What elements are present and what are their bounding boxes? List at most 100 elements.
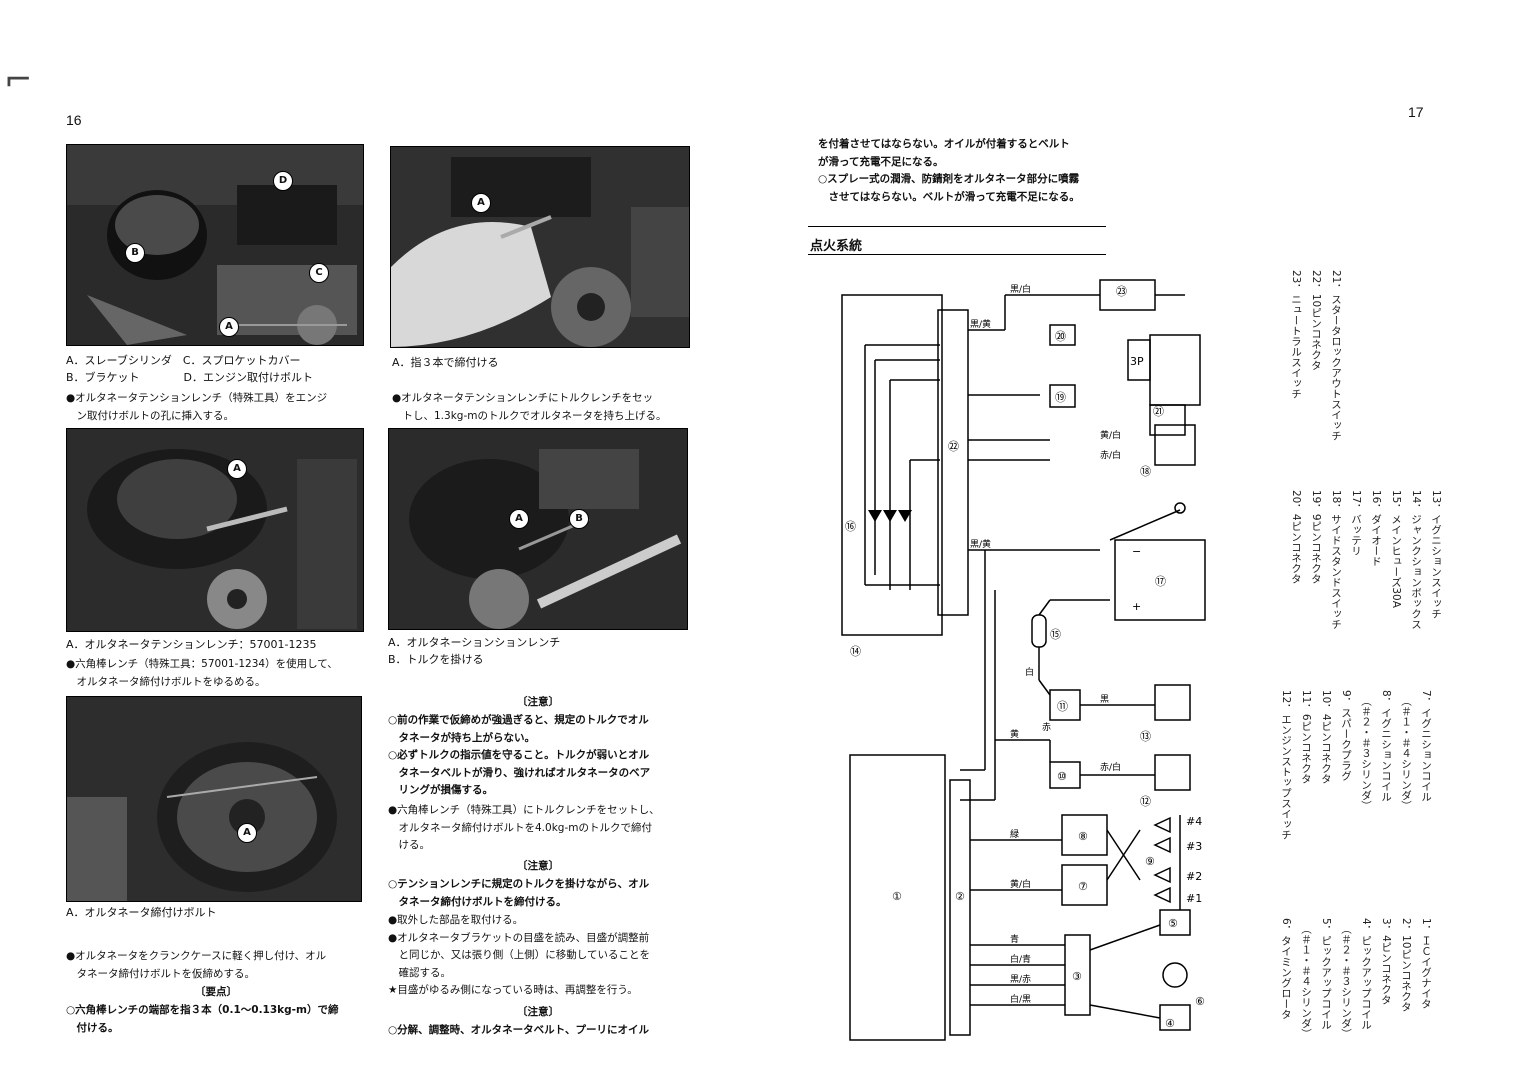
caption-line: A．オルタネータテンションレンチ：57001-1235 <box>66 638 317 651</box>
label-17: ⑰ <box>1155 575 1166 588</box>
label-5: ⑤ <box>1168 917 1178 930</box>
legend-item: 10．4ピンコネクタ <box>1320 690 1332 784</box>
label-9: ⑨ <box>1145 855 1155 868</box>
text-line: オルタネータ締付けボルトを4.0kg-mのトルクで締付 <box>388 821 652 834</box>
caption-photo2: A．指３本で締付ける <box>392 354 499 371</box>
legend-item: 22．10ピンコネクタ <box>1310 270 1322 371</box>
wire-label: 黄 <box>1010 728 1019 740</box>
label-c: C <box>309 263 329 283</box>
instruction-temp-tighten: ●オルタネータをクランクケースに軽く押し付け、オル タネータ締付けボルトを仮締め… <box>66 948 376 983</box>
label-7: ⑦ <box>1078 880 1088 893</box>
legend-item: 11．6ピンコネクタ <box>1300 690 1312 784</box>
legend-item: 18．サイドスタンドスイッチ <box>1330 490 1342 630</box>
caption-photo5: A．オルタネータ締付けボルト <box>66 904 217 921</box>
battery-plus: + <box>1132 600 1141 613</box>
legend-item: 3．4ピンコネクタ <box>1380 918 1392 1005</box>
instruction-final-torque: ●六角棒レンチ（特殊工具）にトルクレンチをセットし、 オルタネータ締付けボルトを… <box>388 802 698 855</box>
caution-title: 〔注意〕 <box>517 1006 559 1018</box>
wire-label: 黄/白 <box>1100 429 1121 441</box>
wire-label: 黒/黄 <box>970 538 991 550</box>
legend-item: 8．イグニションコイル <box>1380 690 1392 802</box>
point-text: ○六角棒レンチの端部を指３本（0.1〜0.13kg-m）で締 付ける。 <box>66 1002 376 1037</box>
legend-item: （＃２・＃３シリンダ） <box>1340 918 1352 1039</box>
caution-item: ○前の作業で仮締めが強過ぎると、規定のトルクでオル <box>388 714 649 726</box>
legend-col4: 21．スタータロックアウトスイッチ 22．10ピンコネクタ 23．ニュートラルス… <box>1286 270 1346 470</box>
cyl-2: #2 <box>1186 870 1202 883</box>
caption-line: A．オルタネーションションレンチ <box>388 636 561 649</box>
legend-item: 1．ＩＣイグナイタ <box>1420 918 1432 1009</box>
instruction-insert-wrench: ●オルタネータテンションレンチ（特殊工具）をエンジ ン取付けボルトの孔に挿入する… <box>66 390 376 425</box>
label-d: D <box>273 171 293 191</box>
continued-caution: を付着させてはならない。オイルが付着するとベルト が滑って充電不足になる。 ○ス… <box>818 136 1118 206</box>
photo-apply-torque: A B <box>388 428 688 630</box>
caption-line: A．指３本で締付ける <box>392 356 499 369</box>
wire-label: 緑 <box>1010 828 1019 840</box>
wire-label: 白 <box>1025 666 1034 678</box>
wire-label: 黒/赤 <box>1010 974 1031 985</box>
text-line: ●オルタネータテンションレンチにトルクレンチをセッ <box>392 392 654 404</box>
text-line: ●オルタネータテンションレンチ（特殊工具）をエンジ <box>66 392 328 404</box>
label-8: ⑧ <box>1078 830 1088 843</box>
label-10: ⑩ <box>1057 770 1067 783</box>
page-number-left: 16 <box>66 112 82 128</box>
label-4: ④ <box>1165 1017 1175 1030</box>
wire-label: 赤/白 <box>1100 761 1121 773</box>
cyl-1: #1 <box>1186 892 1202 905</box>
text-line: と同じか、又は張り側（上側）に移動していることを <box>388 949 650 961</box>
caution-list: ○テンションレンチに規定のトルクを掛けながら、オル タネータ締付けボルトを締付け… <box>388 876 698 911</box>
label-b: B <box>569 509 589 529</box>
legend-item: 6．タイミングロータ <box>1280 918 1292 1020</box>
divider <box>808 254 1106 255</box>
label-18: ⑱ <box>1140 465 1151 478</box>
wire-label: 赤/白 <box>1100 449 1121 461</box>
instruction-reinstall: ●取外した部品を取付ける。 ●オルタネータブラケットの目盛を読み、目盛が調整前 … <box>388 912 708 1000</box>
wire-label: 赤 <box>1042 722 1051 733</box>
legend-item: 7．イグニションコイル <box>1420 690 1432 802</box>
text-line: ○スプレー式の潤滑、防錆剤をオルタネータ部分に噴霧 <box>818 173 1080 185</box>
text-line: させてはならない。ベルトが滑って充電不足になる。 <box>818 190 1080 203</box>
wire-label: 黒/黄 <box>970 318 991 330</box>
text-line: トし、1.3kg-mのトルクでオルタネータを持ち上げる。 <box>392 409 667 422</box>
photo-finger-tighten: A <box>390 146 690 348</box>
instruction-loosen-bolt: ●六角棒レンチ（特殊工具：57001-1234）を使用して、 オルタネータ締付け… <box>66 656 376 691</box>
legend-item: 4．ピックアップコイル <box>1360 918 1372 1030</box>
caution-title: 〔注意〕 <box>517 860 559 872</box>
legend-item: 14．ジャンクションボックス <box>1410 490 1422 630</box>
legend-item: （＃２・＃３シリンダ） <box>1360 690 1372 811</box>
legend-item: 21．スタータロックアウトスイッチ <box>1330 270 1342 441</box>
label-22: ㉒ <box>948 440 959 453</box>
legend-item: 20．4ピンコネクタ <box>1290 490 1302 584</box>
caption-photo1: A．スレーブシリンダ C．スプロケットカバー B．ブラケット D．エンジン取付け… <box>66 352 313 386</box>
legend-item: （＃１・＃４シリンダ） <box>1300 918 1312 1039</box>
text-line: ●六角棒レンチ（特殊工具：57001-1234）を使用して、 <box>66 658 338 670</box>
caution-list: ○前の作業で仮締めが強過ぎると、規定のトルクでオル タネータが持ち上がらない。 … <box>388 712 698 800</box>
cyl-3: #3 <box>1186 840 1202 853</box>
legend-item: 19．9ピンコネクタ <box>1310 490 1322 584</box>
caution-title: 〔注意〕 <box>517 696 559 708</box>
label-2: ② <box>955 890 965 903</box>
text-line: ○六角棒レンチの端部を指３本（0.1〜0.13kg-m）で締 <box>66 1004 339 1016</box>
legend-col1: 1．ＩＣイグナイタ 2．10ピンコネクタ 3．4ピンコネクタ 4．ピックアップコ… <box>1276 918 1436 1068</box>
label-12: ⑫ <box>1140 795 1151 808</box>
label-13: ⑬ <box>1140 730 1151 743</box>
section-title: 点火系統 <box>810 239 863 254</box>
label-a: A <box>237 823 257 843</box>
label-a: A <box>227 459 247 479</box>
wire-label: 黒 <box>1100 694 1109 705</box>
legend-item: 9．スパークプラグ <box>1340 690 1352 781</box>
label-b: B <box>125 243 145 263</box>
divider <box>808 226 1106 227</box>
text-line: ●六角棒レンチ（特殊工具）にトルクレンチをセットし、 <box>388 804 660 816</box>
label-a: A <box>219 317 239 337</box>
wire-label: 青 <box>1010 933 1019 945</box>
caution-item: タネータベルトが滑り、強ければオルタネータのベア <box>388 766 651 779</box>
wire-label: 白/黒 <box>1010 993 1031 1005</box>
cyl-4: #4 <box>1186 815 1202 828</box>
caution-item: ○分解、調整時、オルタネータベルト、プーリにオイル <box>388 1024 649 1036</box>
text-line: オルタネータ締付けボルトをゆるめる。 <box>66 675 266 688</box>
text-line: 確認する。 <box>388 966 451 979</box>
wire-label: 黄/白 <box>1010 878 1031 890</box>
legend-item: 15．メインヒューズ30A <box>1390 490 1402 608</box>
legend-item: 5．ピックアップコイル <box>1320 918 1332 1030</box>
caption-line: B．トルクを掛ける <box>388 653 484 666</box>
